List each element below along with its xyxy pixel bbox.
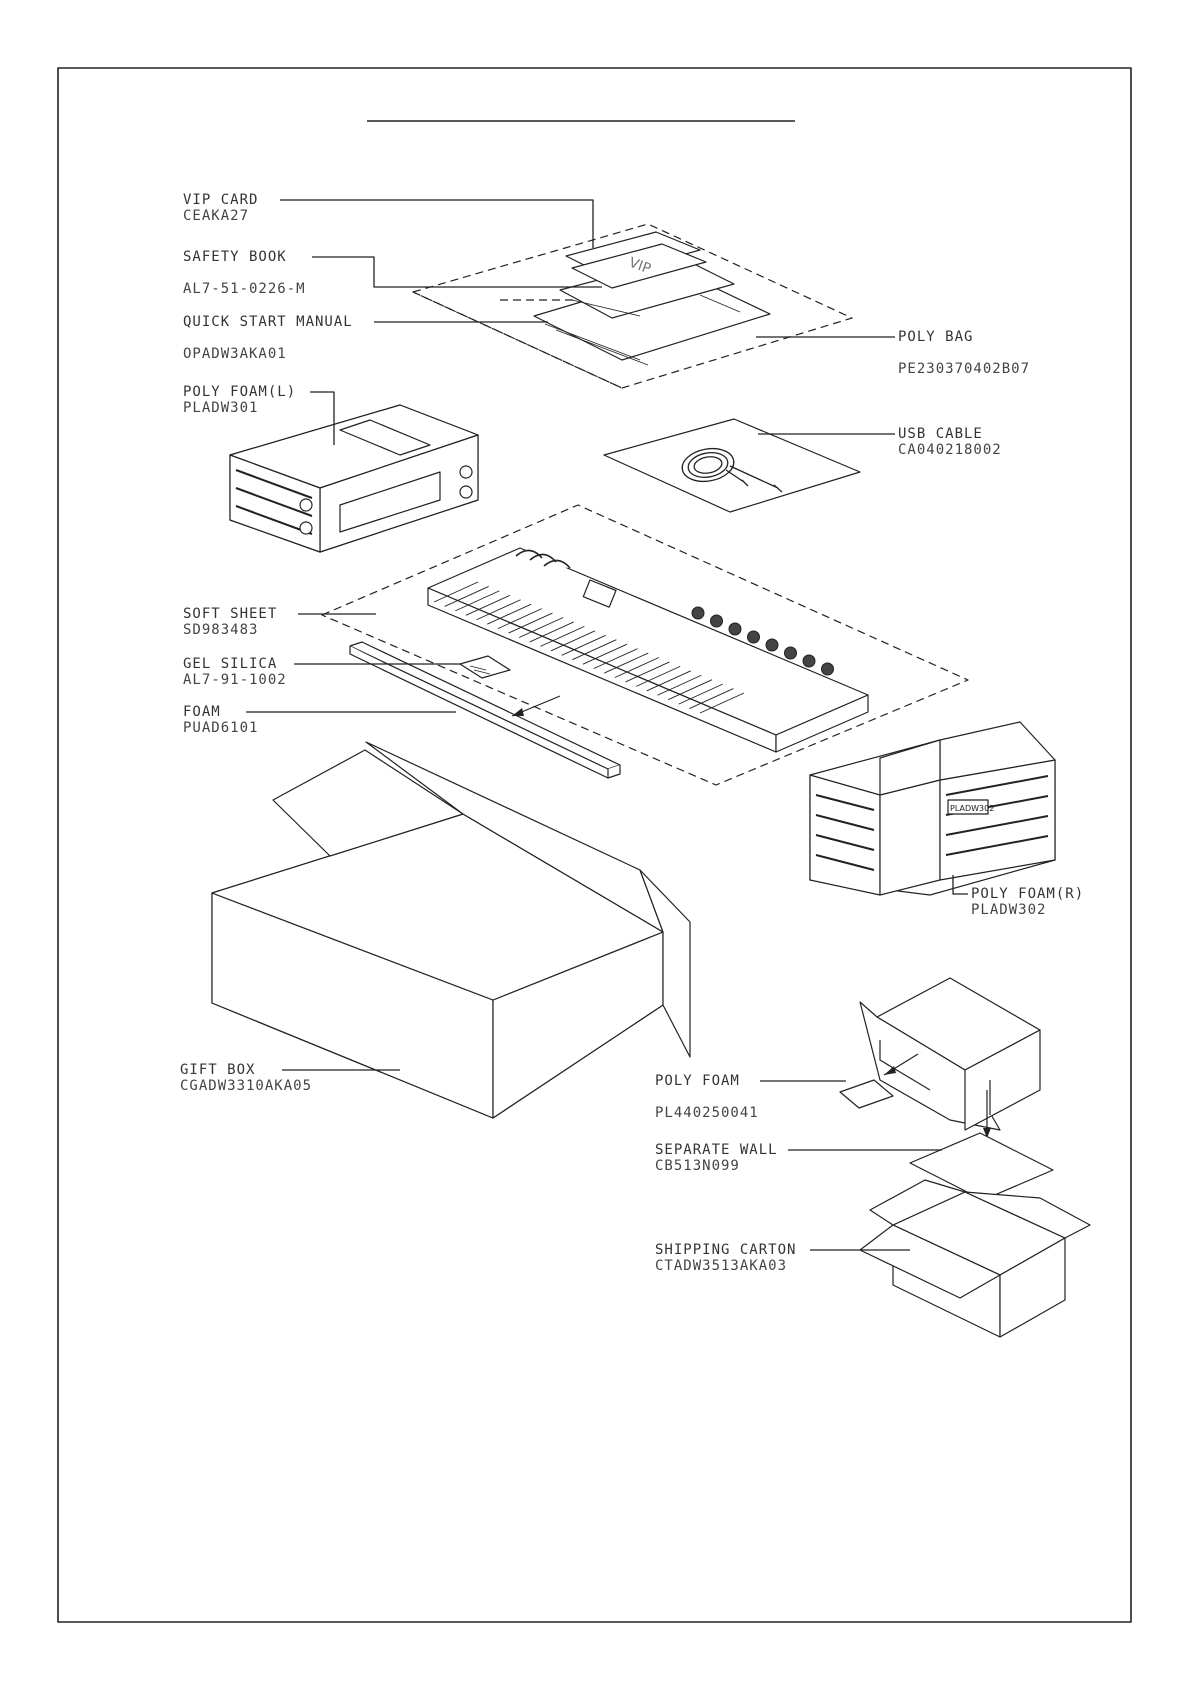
carton-poly-foam — [839, 1079, 894, 1109]
keyboard-key — [497, 608, 543, 630]
keyboard-key — [455, 590, 500, 612]
keyboard-knob — [765, 638, 779, 652]
keyboard-key — [465, 594, 511, 616]
keyboard-key — [487, 603, 532, 625]
keyboard-knob — [691, 606, 705, 620]
leader-lines — [246, 199, 968, 1251]
keyboard-knob — [710, 614, 723, 628]
label-poly-foam-left: POLY FOAM(L)PLADW301 — [183, 384, 297, 416]
carton-top — [859, 977, 1041, 1131]
keyboard-key — [550, 630, 596, 652]
keyboard-knob — [802, 654, 816, 668]
keyboard-key — [646, 670, 691, 692]
keyboard-key — [582, 643, 628, 665]
keyboard-key — [667, 679, 713, 701]
poly-foam-right — [809, 721, 1056, 896]
keyboard-key — [433, 581, 479, 603]
gel-silica — [459, 655, 511, 679]
soft-sheet — [321, 504, 969, 786]
keyboard-knob — [747, 630, 760, 644]
keyboard-key — [657, 674, 702, 696]
poly-foam-left — [229, 404, 479, 553]
poly-foam-right-print: PLADW302 — [950, 804, 994, 813]
keyboard-key — [518, 617, 564, 638]
label-poly-foam-right: POLY FOAM(R)PLADW302 — [971, 886, 1085, 918]
keyboard-key — [699, 692, 745, 714]
keyboard-key — [635, 665, 681, 687]
keyboard — [427, 547, 869, 753]
keyboard-key — [625, 661, 670, 683]
separate-wall — [909, 1132, 1054, 1201]
keyboard-key — [508, 612, 553, 634]
usb-cable-sheet — [603, 418, 861, 513]
keyboard-key — [529, 621, 574, 643]
usb-cable — [681, 447, 783, 493]
keyboard-key — [540, 625, 585, 647]
keyboard-key — [561, 634, 606, 656]
keyboard-key — [476, 599, 521, 621]
drawing-frame — [57, 67, 1132, 1623]
keyboard-key — [572, 639, 617, 661]
keyboard-key — [689, 688, 734, 709]
keyboard-knob — [728, 622, 742, 636]
keyboard-key — [444, 586, 489, 607]
keyboard-key — [604, 652, 649, 674]
foam-strip — [349, 641, 621, 779]
keyboard-key — [593, 648, 638, 670]
vip-card-print: VIP — [627, 255, 653, 278]
keyboard-knob — [784, 646, 797, 660]
keyboard-knob — [821, 662, 834, 676]
keyboard-key — [678, 683, 723, 705]
vip-card — [565, 231, 707, 289]
gift-box — [211, 741, 691, 1119]
shipping-carton — [859, 1179, 1091, 1338]
keyboard-key — [614, 657, 660, 678]
